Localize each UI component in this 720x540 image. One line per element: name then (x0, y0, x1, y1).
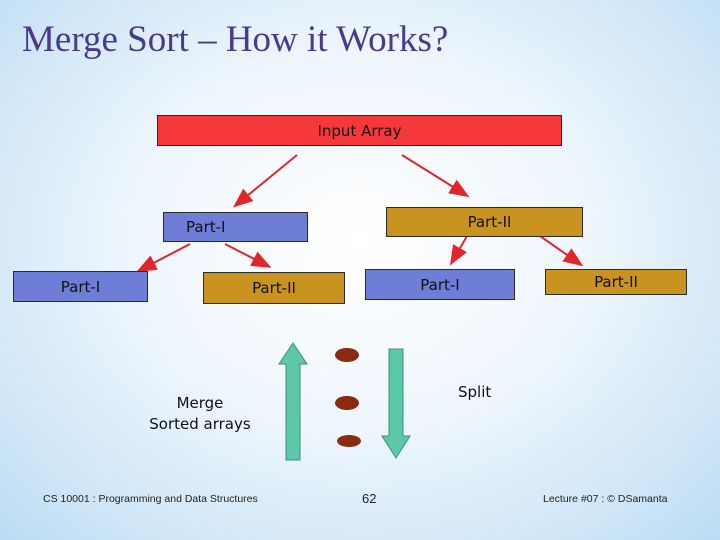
part-i-box-level2-c: Part-I (365, 269, 515, 300)
part-i-label: Part-I (420, 275, 460, 294)
ellipsis-dot (335, 348, 359, 362)
arrow-part-ii-to-c (450, 235, 468, 266)
part-ii-label: Part-II (252, 279, 296, 297)
part-i-box-level2-a: Part-I (13, 271, 148, 302)
input-array-box: Input Array (157, 115, 562, 146)
part-ii-box-level2-d: Part-II (545, 269, 687, 295)
input-array-label: Input Array (317, 121, 402, 140)
split-down-arrow (381, 348, 411, 459)
part-i-box-level1: Part-I (163, 212, 308, 242)
part-i-label: Part-I (60, 277, 101, 296)
footer-course: CS 10001 : Programming and Data Structur… (43, 493, 258, 505)
merge-label-line1: Merge (176, 394, 224, 412)
ellipsis-dot (335, 396, 359, 410)
merge-label: Merge Sorted arrays (140, 393, 260, 435)
arrow-part-i-to-a (136, 243, 191, 272)
arrow-input-to-part-i (232, 154, 298, 208)
split-label: Split (458, 383, 492, 401)
arrow-input-to-part-ii (401, 154, 470, 198)
part-ii-box-level1: Part-II (386, 207, 583, 237)
ellipsis-dot (337, 435, 361, 447)
part-ii-label: Part-II (594, 273, 638, 291)
slide-title: Merge Sort – How it Works? (22, 19, 449, 60)
footer-lecture: Lecture #07 : © DSamanta (543, 493, 668, 505)
merge-label-line2: Sorted arrays (149, 415, 251, 433)
part-i-label: Part-I (186, 218, 226, 236)
arrow-part-ii-to-d (539, 235, 584, 267)
arrow-part-i-to-b (224, 243, 272, 268)
footer-page-number: 62 (362, 491, 377, 506)
merge-up-arrow (278, 342, 308, 461)
part-ii-box-level2-b: Part-II (203, 272, 345, 304)
part-ii-label: Part-II (467, 213, 512, 231)
